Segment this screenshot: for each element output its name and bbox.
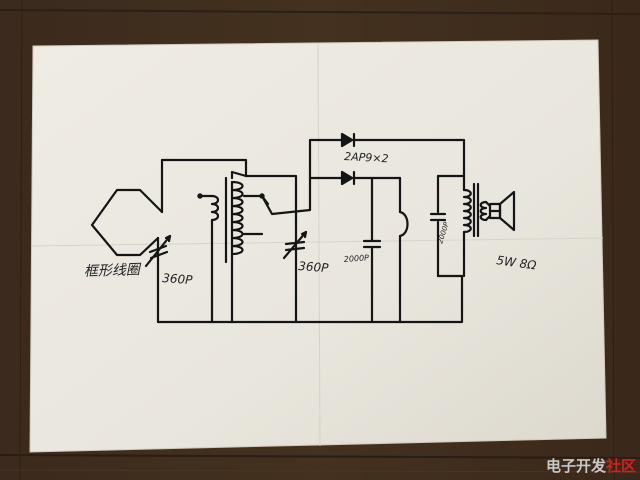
label-capacitor-2000p-1: 2000P xyxy=(344,253,370,264)
filter-capacitor-1 xyxy=(362,176,382,324)
variable-capacitor-2 xyxy=(282,230,308,260)
watermark-text-community: 社区 xyxy=(605,457,636,475)
detector-diodes xyxy=(308,132,466,186)
speaker-symbol xyxy=(488,190,516,232)
label-capacitor-360p-1: 360P xyxy=(162,271,194,287)
watermark: 电子开发社区 xyxy=(546,455,636,476)
variable-capacitor-1 xyxy=(144,234,172,268)
label-capacitor-360p-2: 360P xyxy=(298,259,330,275)
watermark-text-site: 电子开发 xyxy=(545,457,606,475)
loop-antenna-symbol xyxy=(90,158,164,324)
tuning-coil xyxy=(224,170,270,324)
label-loop-antenna: 框形线圈 xyxy=(84,262,143,280)
paper-sheet xyxy=(29,39,607,453)
label-diodes-2ap9: 2AP9×2 xyxy=(344,150,389,165)
output-transformer xyxy=(429,174,492,278)
rf-choke xyxy=(398,176,409,324)
label-speaker-5w-8ohm: 5W 8Ω xyxy=(496,253,538,273)
antenna-coupling-coil xyxy=(197,193,220,324)
